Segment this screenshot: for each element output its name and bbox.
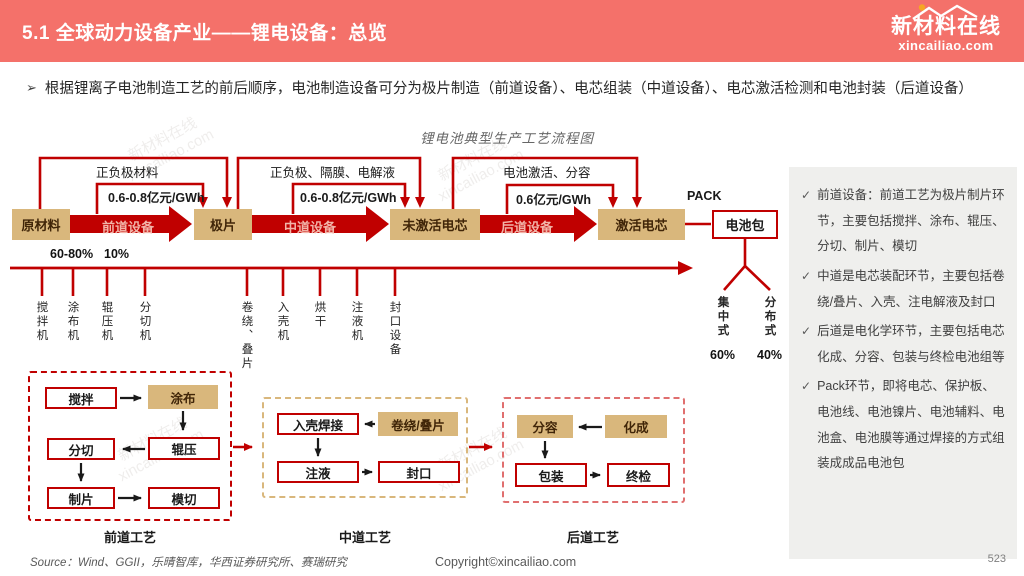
check-icon: ✓: [801, 268, 812, 283]
equipment-label-coater: 涂布机: [66, 301, 79, 343]
rear-box-packaging: 包装: [515, 463, 587, 487]
summary-item-text: Pack环节，即将电芯、保护板、电池线、电池镍片、电池辅料、电池盒、电池膜等通过…: [817, 379, 1005, 471]
summary-item-text: 后道是电化学环节，主要包括电芯化成、分容、包装与终检电池组等: [817, 324, 1005, 364]
flow-box-inactive-cell: 未激活电芯: [390, 209, 480, 240]
mid-process-label: 中道工艺: [339, 530, 392, 545]
front-box-sheeting: 制片: [47, 487, 115, 509]
front-equipment-arrow-label: 前道设备: [102, 220, 155, 235]
front-box-diecutting: 模切: [148, 487, 220, 509]
equipment-label-roller: 辊压机: [100, 301, 113, 343]
summary-item-rear: ✓ 后道是电化学环节，主要包括电芯化成、分容、包装与终检电池组等: [801, 319, 1005, 370]
pack-split-distributed-value: 40%: [757, 348, 783, 362]
front-box-coating: 涂布: [148, 385, 218, 409]
brand-logo: 新材料在线 xincailiao.com: [880, 4, 1012, 53]
rear-cost-label: 0.6亿元/GWh: [516, 193, 592, 207]
front-cost-label: 0.6-0.8亿元/GWh: [108, 191, 205, 205]
equipment-label-mixer: 搅拌机: [35, 301, 48, 343]
rear-material-label: 电池激活、分容: [503, 166, 591, 180]
mid-material-label: 正负极、隔膜、电解液: [270, 166, 396, 180]
flow-box-active-cell: 激活电芯: [598, 209, 685, 240]
mid-box-winding-stacking: 卷绕/叠片: [378, 412, 458, 436]
bullet-arrow-icon: ➢: [26, 80, 37, 95]
check-icon: ✓: [801, 379, 812, 394]
material-cost-share: 60-80%: [50, 247, 94, 261]
rear-process-group: [502, 397, 685, 503]
front-box-rolling: 辊压: [148, 437, 220, 460]
rear-box-formation: 化成: [605, 415, 667, 438]
summary-item-mid: ✓ 中道是电芯装配环节，主要包括卷绕/叠片、入壳、注电解液及封口: [801, 264, 1005, 315]
pack-split-distributed-label: 分布式: [763, 296, 776, 338]
intro-paragraph: ➢ 根据锂离子电池制造工艺的前后顺序，电池制造设备可分为极片制造（前道设备）、电…: [26, 76, 992, 104]
summary-item-pack: ✓ Pack环节，即将电芯、保护板、电池线、电池镍片、电池辅料、电池盒、电池膜等…: [801, 374, 1005, 477]
pack-split-centralized-value: 60%: [710, 348, 736, 362]
mid-process-group: [262, 397, 468, 498]
mid-equipment-arrow-label: 中道设备: [284, 220, 337, 235]
equipment-cost-share: 10%: [104, 247, 130, 261]
equipment-label-winding: 卷绕、叠片: [240, 301, 253, 371]
rear-box-final-inspection: 终检: [607, 463, 670, 487]
page-title: 5.1 全球动力设备产业——锂电设备：总览: [22, 22, 388, 44]
mid-cost-label: 0.6-0.8亿元/GWh: [300, 191, 397, 205]
front-process-group: [28, 371, 232, 521]
flow-box-electrode: 极片: [194, 209, 252, 240]
flow-box-battery-pack: 电池包: [712, 210, 778, 239]
front-process-label: 前道工艺: [104, 530, 157, 545]
equipment-label-sealing: 封口设备: [388, 301, 401, 357]
front-box-mixing: 搅拌: [45, 387, 117, 409]
equipment-label-drying: 烘干: [313, 301, 326, 329]
flow-box-raw-material: 原材料: [12, 209, 70, 240]
copyright-note: Copyright©xincailiao.com: [435, 555, 577, 569]
rear-box-grading: 分容: [517, 415, 573, 438]
header-bar: 5.1 全球动力设备产业——锂电设备：总览 新材料在线 xincailiao.c…: [0, 0, 1024, 62]
equipment-label-casing: 入壳机: [276, 301, 289, 343]
mid-box-casing-welding: 入壳焊接: [277, 413, 359, 435]
front-box-slitting: 分切: [47, 438, 115, 460]
mid-box-injection: 注液: [277, 461, 359, 483]
logo-mountain-icon: [912, 4, 978, 20]
front-material-label: 正负极材料: [96, 166, 159, 180]
mid-box-sealing: 封口: [378, 461, 460, 483]
check-icon: ✓: [801, 188, 812, 202]
check-icon: ✓: [801, 324, 812, 339]
summary-item-text: 中道是电芯装配环节，主要包括卷绕/叠片、入壳、注电解液及封口: [817, 268, 1005, 309]
source-note: Source：Wind、GGII，乐晴智库，华西证券研究所、赛瑞研究: [30, 557, 347, 569]
pack-split-centralized-label: 集中式: [716, 296, 729, 338]
intro-text: 根据锂离子电池制造工艺的前后顺序，电池制造设备可分为极片制造（前道设备）、电芯组…: [44, 81, 973, 97]
diagram-title: 锂电池典型生产工艺流程图: [420, 131, 594, 146]
summary-item-front: ✓ 前道设备：前道工艺为极片制片环节，主要包括搅拌、涂布、辊压、分切、制片、模切: [801, 183, 1005, 260]
logo-domain: xincailiao.com: [898, 38, 994, 54]
equipment-label-slitter: 分切机: [138, 301, 151, 343]
logo-name: 新材料在线: [891, 15, 1001, 38]
summary-panel: ✓ 前道设备：前道工艺为极片制片环节，主要包括搅拌、涂布、辊压、分切、制片、模切…: [789, 167, 1017, 559]
summary-item-text: 前道设备：前道工艺为极片制片环节，主要包括搅拌、涂布、辊压、分切、制片、模切: [817, 188, 1005, 254]
rear-process-label: 后道工艺: [567, 530, 620, 545]
page-number: 523: [987, 553, 1006, 565]
equipment-label-injection: 注液机: [350, 301, 363, 343]
pack-label: PACK: [687, 189, 722, 203]
rear-equipment-arrow-label: 后道设备: [501, 220, 554, 235]
